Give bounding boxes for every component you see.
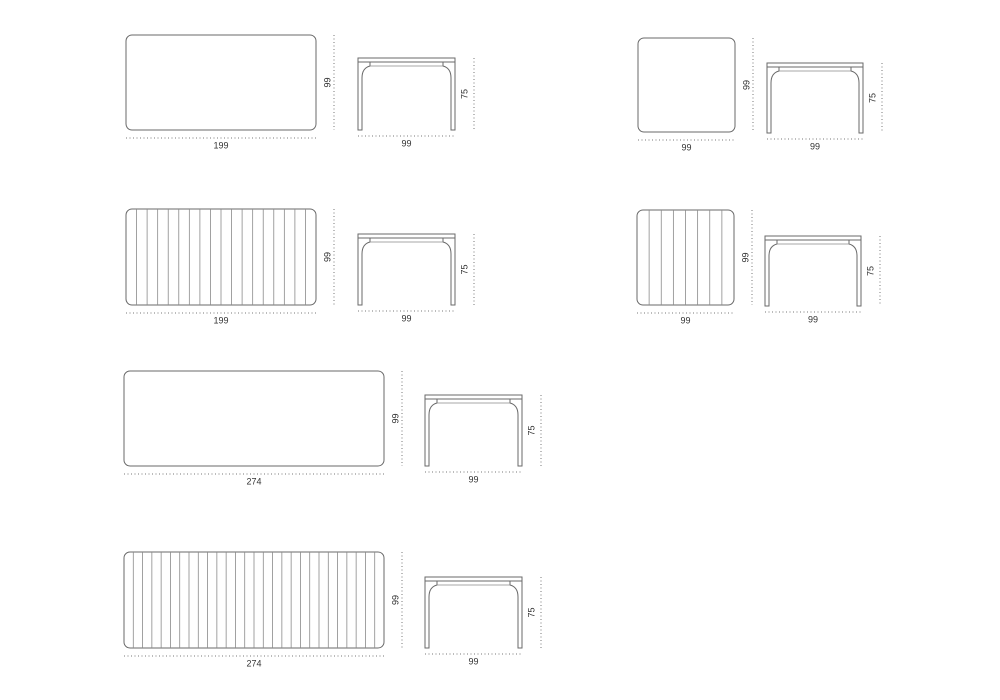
height-label: 75 [865, 266, 875, 276]
tabletop-slab [357, 233, 456, 239]
depth-label: 99 [390, 413, 400, 423]
side-width-label: 99 [468, 656, 478, 666]
width-label: 199 [213, 140, 228, 150]
left-leg [357, 62, 371, 131]
width-label: 99 [680, 315, 690, 325]
width-label: 199 [213, 315, 228, 325]
side-width-label: 99 [401, 313, 411, 323]
left-leg [424, 581, 438, 649]
side-width-label: 99 [810, 141, 820, 151]
tabletop-slab [424, 394, 523, 400]
right-leg [442, 62, 456, 131]
side-width-label: 99 [401, 138, 411, 148]
depth-label: 99 [740, 252, 750, 262]
left-leg [424, 399, 438, 467]
table-199-slatted: 99 199 75 99 [125, 208, 475, 325]
side-view: 75 99 [357, 57, 475, 148]
table-274-slatted: 99 274 75 99 [123, 551, 542, 668]
side-view: 75 99 [357, 233, 475, 323]
width-label: 274 [246, 476, 261, 486]
tabletop-slab [766, 62, 864, 68]
left-leg [357, 238, 371, 306]
side-view: 75 99 [766, 62, 883, 151]
top-view: 99 274 [123, 551, 403, 668]
side-view: 75 99 [424, 394, 542, 484]
right-leg [442, 238, 456, 306]
table-274-plain: 99 274 75 99 [123, 370, 542, 486]
height-label: 75 [459, 264, 469, 274]
height-label: 75 [526, 607, 536, 617]
left-leg [766, 67, 780, 134]
side-width-label: 99 [468, 474, 478, 484]
top-view: 99 99 [637, 37, 754, 152]
left-leg [764, 240, 778, 307]
depth-label: 99 [322, 252, 332, 262]
right-leg [509, 581, 523, 649]
tabletop-slab [357, 57, 456, 63]
right-leg [848, 240, 862, 307]
side-width-label: 99 [808, 314, 818, 324]
height-label: 75 [459, 89, 469, 99]
top-view: 99 199 [125, 34, 335, 150]
tabletop-slab [424, 576, 523, 582]
height-label: 75 [867, 93, 877, 103]
table-top-outline [125, 34, 317, 131]
depth-label: 99 [322, 77, 332, 87]
height-label: 75 [526, 425, 536, 435]
right-leg [850, 67, 864, 134]
table-99-slatted: 99 99 75 99 [636, 209, 881, 325]
right-leg [509, 399, 523, 467]
top-view: 99 99 [636, 209, 753, 325]
depth-label: 99 [741, 80, 751, 90]
table-99-plain: 99 99 75 99 [637, 37, 883, 152]
top-view: 99 199 [125, 208, 335, 325]
top-view: 99 274 [123, 370, 403, 486]
table-top-outline [123, 370, 385, 467]
side-view: 75 99 [764, 235, 881, 324]
table-top-outline [637, 37, 736, 133]
depth-label: 99 [390, 595, 400, 605]
width-label: 99 [681, 142, 691, 152]
side-view: 75 99 [424, 576, 542, 666]
width-label: 274 [246, 658, 261, 668]
tabletop-slab [764, 235, 862, 241]
table-199-plain: 99 199 75 99 [125, 34, 475, 150]
